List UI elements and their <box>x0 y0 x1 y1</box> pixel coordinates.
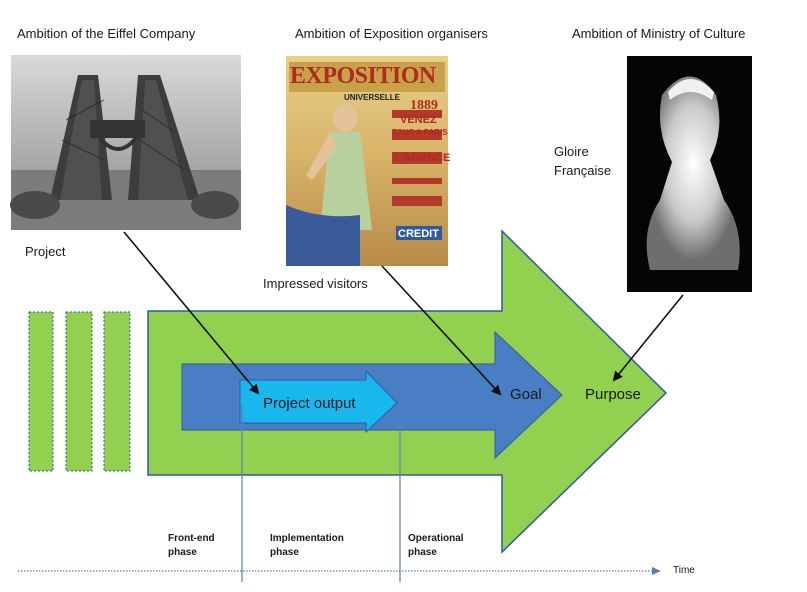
poster-year: 1889 <box>410 98 438 113</box>
front-end-phase-line2: phase <box>168 547 197 558</box>
eiffel-to-output-arrow <box>123 231 260 395</box>
time-label: Time <box>673 565 695 576</box>
front-end-phase-label: Front-end phase <box>168 532 215 560</box>
eiffel-tower-photo <box>10 55 241 230</box>
operational-phase-line1: Operational <box>408 533 464 544</box>
visitors-to-goal-arrow <box>381 265 502 396</box>
front-end-phase-line1: Front-end <box>168 533 215 544</box>
gloire-label-line2: Française <box>554 163 612 178</box>
project-label: Project <box>25 244 66 259</box>
poster-line2: TOUS A PARIS <box>392 128 448 137</box>
front-end-bar-2 <box>65 311 93 472</box>
purpose-label: Purpose <box>585 386 641 403</box>
gloire-bust-photo <box>627 56 752 292</box>
poster-line1: VENEZ <box>400 114 437 126</box>
poster-subtitle: UNIVERSELLE <box>344 93 401 102</box>
project-output-label: Project output <box>263 395 356 412</box>
poster-title: EXPOSITION <box>290 63 436 89</box>
implementation-phase-label: Implementation phase <box>270 532 344 560</box>
goal-label: Goal <box>510 386 542 403</box>
implementation-phase-line1: Implementation <box>270 533 344 544</box>
poster-credit: CREDIT <box>398 228 439 240</box>
front-end-bar-3 <box>103 311 131 472</box>
operational-phase-line2: phase <box>408 547 437 558</box>
ministry-header: Ambition of Ministry of Culture <box>572 26 746 41</box>
exposition-header: Ambition of Exposition organisers <box>295 26 488 41</box>
gloire-label-line1: Gloire <box>554 144 589 159</box>
project-output-arrow <box>239 369 398 434</box>
implementation-phase-line2: phase <box>270 547 299 558</box>
exposition-poster <box>286 56 448 266</box>
front-end-bar-1 <box>28 311 54 472</box>
bust-to-purpose-arrow <box>612 294 684 382</box>
operational-phase-label: Operational phase <box>408 532 464 560</box>
impressed-visitors-label: Impressed visitors <box>263 276 368 291</box>
poster-line3: L'AGENCE <box>394 152 451 164</box>
eiffel-header: Ambition of the Eiffel Company <box>17 26 196 41</box>
